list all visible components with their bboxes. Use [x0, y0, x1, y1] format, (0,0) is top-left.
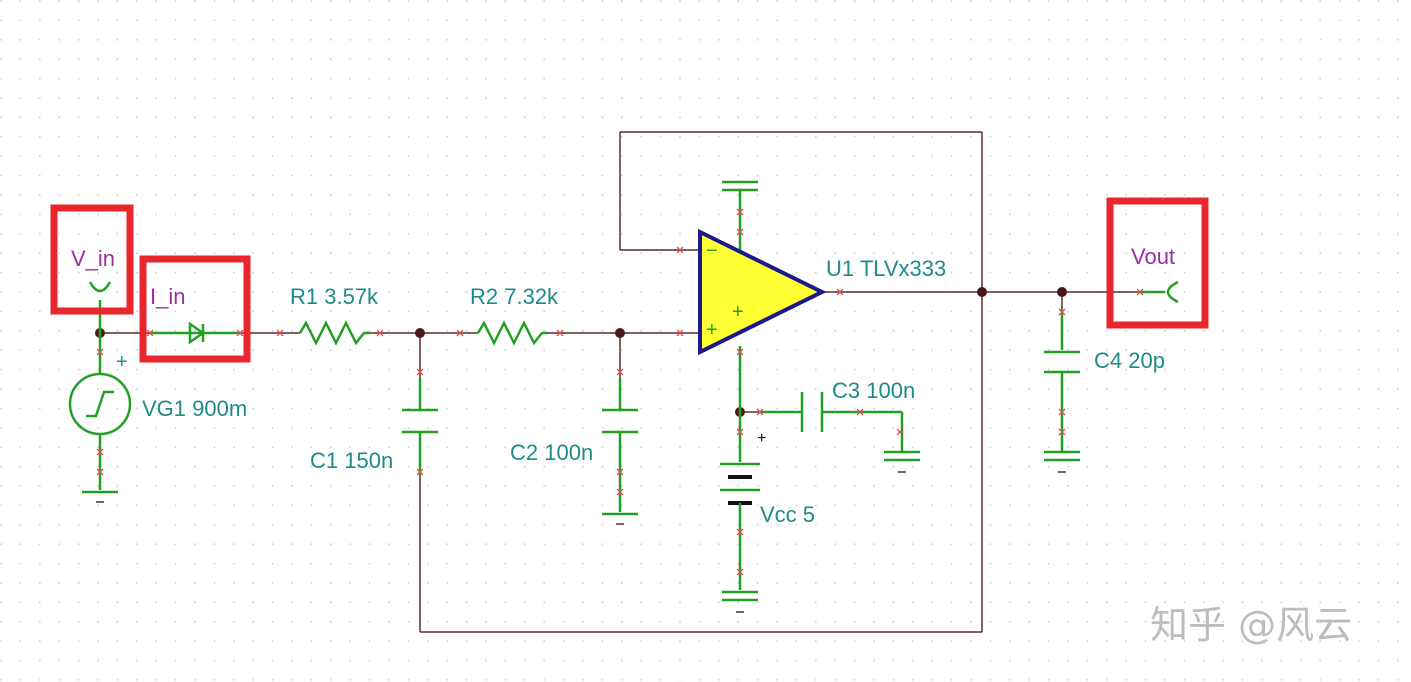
c3-capacitor[interactable] — [762, 392, 920, 473]
opamp-top-ground — [722, 180, 758, 250]
vin-pin[interactable] — [88, 281, 112, 333]
vin-highlight-box — [50, 204, 134, 315]
u1-opamp[interactable]: − + + — [698, 228, 827, 412]
iin-ammeter[interactable] — [150, 321, 240, 345]
opamp-supply-plus-sign: + — [732, 301, 744, 323]
opamp-inverting-sign: − — [706, 240, 718, 262]
r2-label: R2 7.32k — [470, 284, 559, 309]
c2-label: C2 100n — [510, 440, 593, 465]
labels: V_in I_in Vout VG1 900m R1 3.57k R2 7.32… — [71, 244, 1175, 527]
iin-highlight-box — [139, 255, 251, 363]
r1-resistor[interactable] — [298, 320, 370, 346]
iin-label: I_in — [150, 284, 185, 309]
vcc-plus-sign: + — [757, 430, 766, 447]
c1-label: C1 150n — [310, 448, 393, 473]
c3-label: C3 100n — [832, 378, 915, 403]
vg1-label: VG1 900m — [142, 396, 247, 421]
r1-label: R1 3.57k — [290, 284, 379, 309]
highlight-boxes — [50, 197, 1209, 363]
vout-label: Vout — [1131, 244, 1175, 269]
vg1-source[interactable]: + — [68, 333, 132, 503]
vg1-plus-sign: + — [116, 351, 128, 373]
wires — [100, 131, 1160, 633]
opamp-noninverting-sign: + — [706, 319, 718, 341]
watermark-text: 知乎 @风云 — [1150, 603, 1352, 647]
vcc-battery[interactable]: + — [720, 412, 766, 613]
c1-capacitor[interactable] — [402, 378, 438, 475]
c4-label: C4 20p — [1094, 348, 1165, 373]
vcc-label: Vcc 5 — [760, 502, 815, 527]
vin-label: V_in — [71, 246, 115, 271]
pin-markers — [96, 208, 1144, 576]
vout-highlight-box — [1106, 197, 1209, 329]
r2-resistor[interactable] — [476, 320, 548, 346]
u1-label: U1 TLVx333 — [826, 256, 946, 281]
vout-pin[interactable] — [1140, 280, 1179, 304]
